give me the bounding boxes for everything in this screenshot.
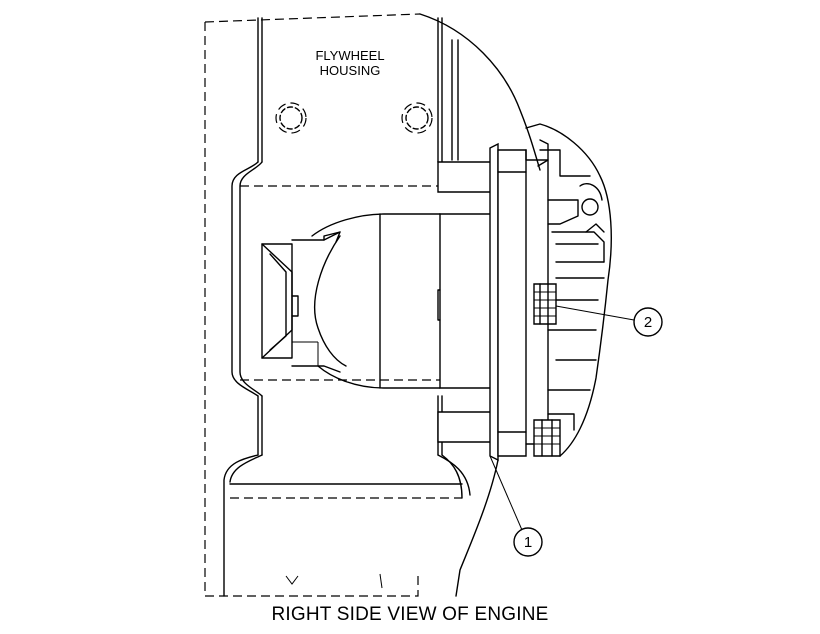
- callout-1-number: 1: [524, 534, 532, 551]
- callout-2-number: 2: [644, 314, 652, 331]
- callout-1: 1: [489, 455, 543, 557]
- flywheel-housing-label-line2: HOUSING: [320, 63, 381, 78]
- starter-bolt-head-upper: [533, 283, 557, 325]
- starter-motor-body: [525, 123, 612, 457]
- housing-bolt-holes: [275, 102, 433, 134]
- figure-caption: RIGHT SIDE VIEW OF ENGINE: [271, 604, 549, 625]
- flywheel-housing-label-line1: FLYWHEEL: [315, 48, 384, 63]
- starter-mounting-flange: [437, 142, 549, 462]
- starter-bolt-head-lower: [533, 419, 561, 457]
- flywheel-ring-gear-window: [261, 213, 441, 389]
- callout-2: 2: [555, 305, 663, 337]
